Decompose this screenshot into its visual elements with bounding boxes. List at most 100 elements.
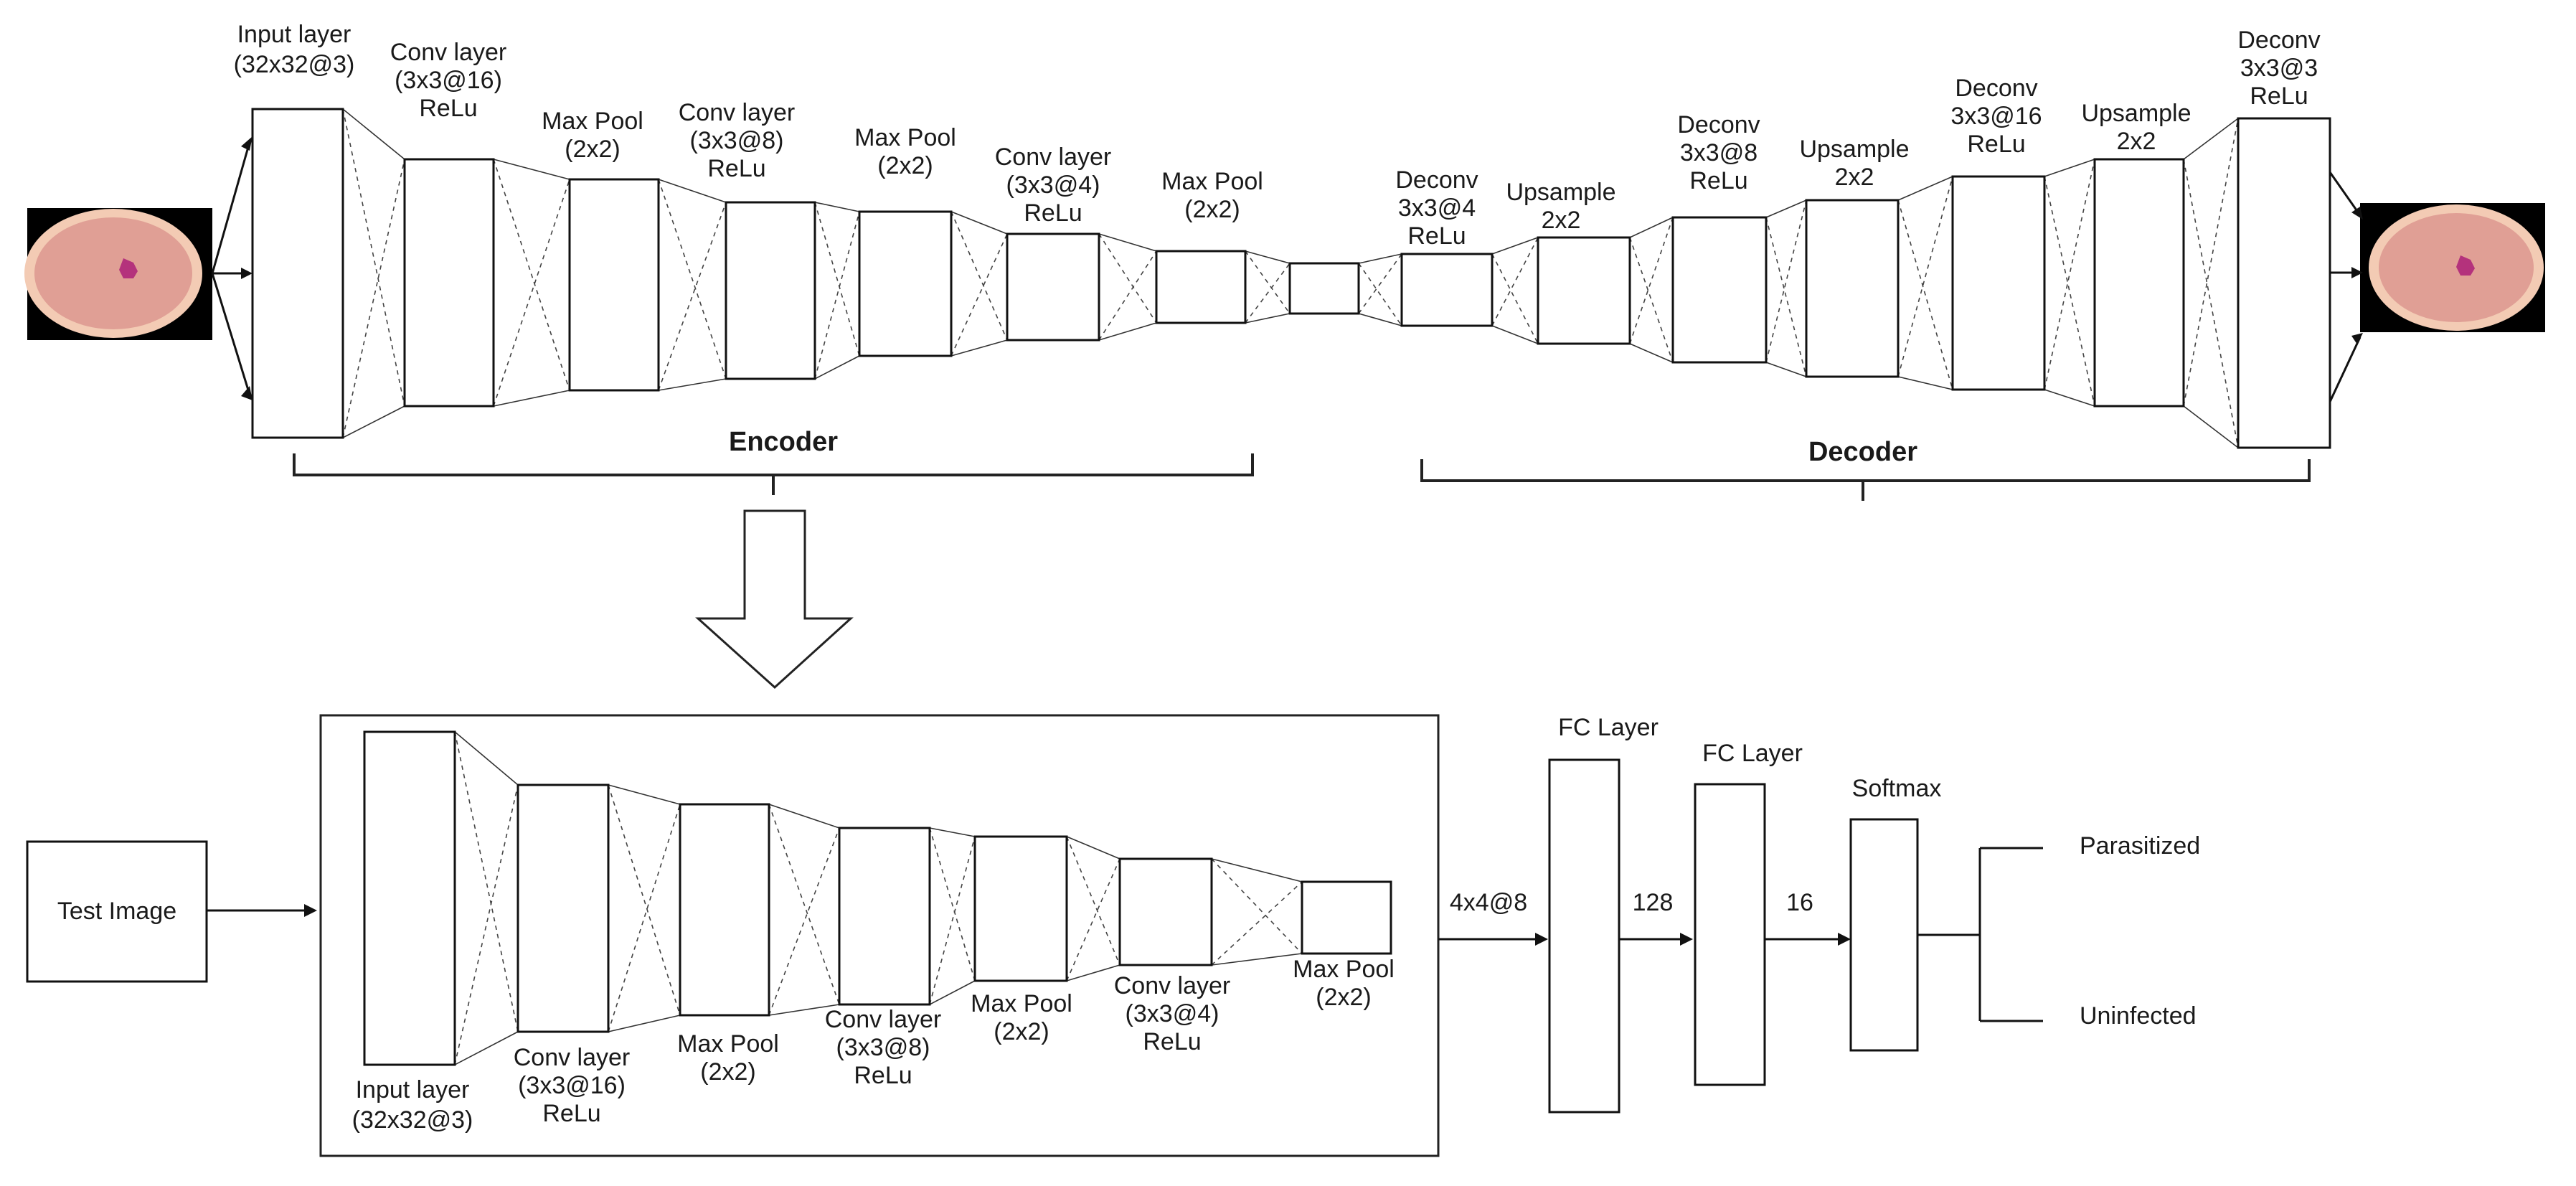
cls-label-2-line-1: (2x2) [700, 1058, 755, 1086]
classifier-layer-block-3 [838, 827, 931, 1006]
dec-label-4-line-2: ReLu [1967, 131, 2025, 158]
autoencoder-connector-6 [1245, 250, 1291, 324]
cls-label-5-line-2: ReLu [1143, 1028, 1201, 1055]
autoencoder-layer-block-0 [251, 108, 344, 439]
cls-label-3-line-2: ReLu [854, 1062, 912, 1089]
cls-label-1-line-1: (3x3@16) [518, 1072, 626, 1099]
autoencoder-layer-block-10 [1671, 216, 1768, 364]
flatten-label: 4x4@8 [1450, 889, 1527, 916]
cls-label-6-line-0: Max Pool [1293, 956, 1395, 983]
enc-label-5-line-1: (3x3@4) [1006, 171, 1100, 199]
fc1-output-size: 128 [1633, 889, 1674, 916]
cls-label-4-line-0: Max Pool [971, 990, 1072, 1017]
dec-label-5-line-0: Upsample [2081, 100, 2191, 127]
classifier-connector-3 [929, 827, 976, 1005]
fc-layer-2: FC Layer [1694, 740, 1803, 1086]
encoder-bracket: Encoder [293, 427, 1254, 495]
autoencoder-connector-5 [1098, 233, 1157, 341]
output-parasitized: Parasitized [2080, 832, 2200, 860]
enc-label-3-line-2: ReLu [707, 155, 765, 182]
classifier-connector-2 [768, 804, 840, 1016]
autoencoder-connector-2 [658, 179, 727, 391]
cls-label-2-line-0: Max Pool [677, 1030, 779, 1058]
softmax-title: Softmax [1852, 775, 1942, 802]
enc-label-2-line-1: (2x2) [565, 136, 620, 163]
cls-label-3-line-0: Conv layer [825, 1006, 942, 1033]
output-branch: Parasitized Uninfected [1917, 832, 2200, 1030]
enc-label-4-line-1: (2x2) [877, 152, 933, 179]
cls-label-5-line-1: (3x3@4) [1126, 1000, 1219, 1027]
input-arrows [211, 136, 253, 400]
encoder-layer-labels: Input layer (32x32@3) Conv layer (3x3@16… [234, 21, 1263, 227]
autoencoder-connector-7 [1358, 253, 1402, 326]
autoencoder-layer-block-6 [1155, 250, 1247, 324]
enc-label-6-line-1: (2x2) [1184, 196, 1240, 223]
classifier-layer-labels: Input layer (32x32@3) Conv layer (3x3@16… [352, 956, 1395, 1134]
dec-label-1-line-1: 2x2 [1542, 207, 1581, 234]
classifier-layer-block-0 [363, 730, 456, 1066]
enc-label-5-line-0: Conv layer [995, 143, 1112, 171]
decoder-title: Decoder [1808, 437, 1917, 467]
autoencoder-connector-4 [950, 211, 1008, 357]
cls-label-0-line-0: Input layer [356, 1076, 470, 1103]
classifier-layer-block-1 [516, 783, 610, 1033]
autoencoder-layer-block-5 [1006, 232, 1100, 342]
output-cell-image [2360, 203, 2545, 332]
classifier-layer-block-2 [679, 803, 770, 1017]
classifier-connectors [454, 731, 1303, 1065]
enc-label-1-line-1: (3x3@16) [395, 67, 502, 94]
autoencoder-layer-block-4 [858, 210, 953, 357]
test-image-arrow [207, 904, 317, 917]
autoencoder-layer-block-11 [1805, 199, 1900, 378]
fc-layer-2-title: FC Layer [1702, 740, 1803, 767]
classifier-connector-5 [1211, 858, 1303, 966]
output-uninfected: Uninfected [2080, 1002, 2197, 1030]
autoencoder-layer-block-12 [1951, 175, 2046, 391]
enc-label-3-line-0: Conv layer [679, 99, 796, 126]
flatten-arrow: 4x4@8 [1438, 889, 1548, 946]
cls-label-4-line-1: (2x2) [994, 1018, 1049, 1045]
test-image-box: Test Image [26, 840, 208, 983]
dec-label-0-line-0: Deconv [1395, 166, 1478, 194]
cls-label-3-line-1: (3x3@8) [836, 1034, 930, 1061]
autoencoder-connector-8 [1491, 237, 1539, 344]
cls-label-0-line-1: (32x32@3) [352, 1106, 473, 1134]
autoencoder-layer-block-14 [2237, 117, 2331, 449]
decoder-layer-labels: Deconv 3x3@4 ReLu Upsample 2x2 Deconv 3x… [1395, 27, 2320, 250]
dec-label-0-line-1: 3x3@4 [1398, 194, 1476, 222]
enc-label-6-line-0: Max Pool [1161, 168, 1263, 195]
cls-label-1-line-0: Conv layer [514, 1044, 631, 1071]
classifier-layers [363, 730, 1392, 1066]
classifier-connector-0 [454, 731, 519, 1065]
dec-label-0-line-2: ReLu [1407, 222, 1466, 250]
fc-layer-1-title: FC Layer [1558, 714, 1659, 741]
autoencoder-layer-block-1 [403, 158, 495, 408]
autoencoder-layer-block-3 [725, 201, 816, 380]
autoencoder-connector-12 [2044, 159, 2095, 407]
cls-label-1-line-2: ReLu [542, 1100, 600, 1127]
autoencoder-layer-block-7 [1288, 262, 1360, 315]
encoder-title: Encoder [729, 427, 838, 457]
autoencoder-connectors [342, 108, 2239, 448]
enc-label-0-line-1: (32x32@3) [234, 51, 355, 78]
classifier-connector-4 [1066, 836, 1120, 982]
classifier-layer-block-6 [1301, 880, 1392, 955]
autoencoder-connector-0 [342, 108, 405, 438]
dec-label-5-line-1: 2x2 [2117, 128, 2156, 155]
fc1-arrow: 128 [1619, 889, 1693, 946]
dec-label-3-line-0: Upsample [1799, 136, 1909, 163]
enc-label-2-line-0: Max Pool [542, 108, 643, 135]
autoencoder-layers [251, 108, 2331, 449]
softmax-layer: Softmax [1849, 775, 1942, 1052]
enc-label-4-line-0: Max Pool [854, 124, 956, 151]
test-image-label: Test Image [57, 898, 176, 925]
enc-label-0-line-0: Input layer [237, 21, 352, 48]
autoencoder-connector-3 [814, 202, 860, 380]
dec-label-2-line-0: Deconv [1677, 111, 1760, 138]
fc-layer-1: FC Layer [1548, 714, 1659, 1114]
input-cell-image [24, 208, 212, 340]
enc-label-3-line-1: (3x3@8) [690, 127, 784, 154]
dec-label-1-line-0: Upsample [1506, 179, 1615, 206]
dec-label-4-line-1: 3x3@16 [1950, 103, 2042, 130]
